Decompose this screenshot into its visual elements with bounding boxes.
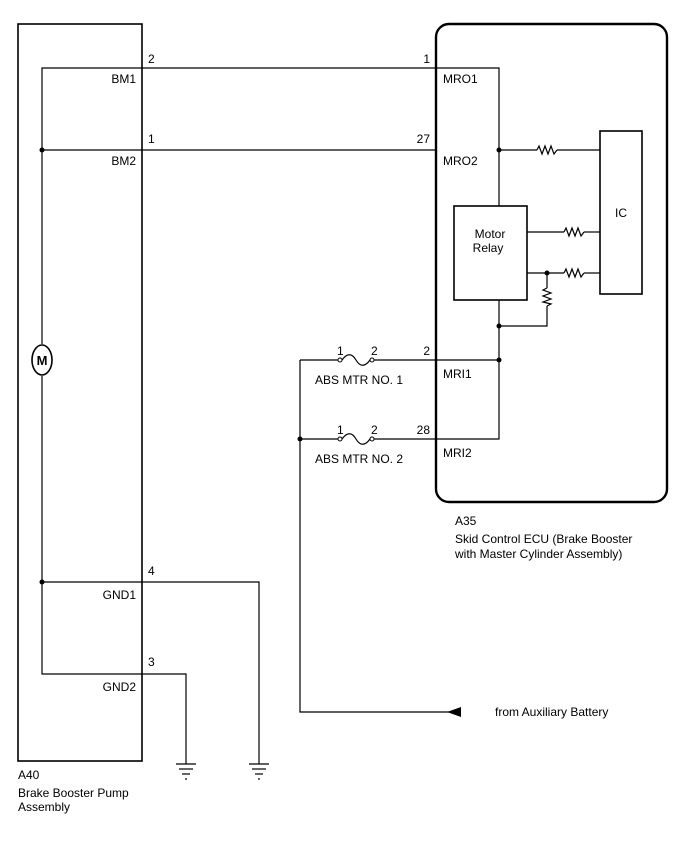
terminal-gnd2: GND2 bbox=[103, 680, 137, 694]
power-source-label: from Auxiliary Battery bbox=[495, 705, 608, 719]
ground-icon bbox=[249, 763, 269, 780]
harness-wiring bbox=[142, 67, 458, 764]
pump-name-line2: Assembly bbox=[18, 800, 70, 814]
ecu-box bbox=[434, 22, 669, 504]
terminal-mro2: MRO2 bbox=[443, 154, 478, 168]
pump-internal-wiring bbox=[39, 67, 142, 675]
terminal-bm2: BM2 bbox=[111, 154, 136, 168]
motor-relay-box bbox=[453, 205, 528, 301]
pin-bm2: 1 bbox=[148, 132, 155, 146]
pin-mri2: 28 bbox=[417, 423, 431, 437]
motor-symbol-label: M bbox=[37, 353, 48, 368]
ic-box bbox=[599, 130, 643, 295]
ecu-id: A35 bbox=[455, 514, 477, 528]
arrow-left-icon bbox=[447, 707, 461, 717]
resistor-icon bbox=[536, 144, 558, 156]
ecu-internal-wiring bbox=[436, 67, 600, 440]
terminal-mro1: MRO1 bbox=[443, 72, 478, 86]
fuse2-pin-out: 2 bbox=[371, 423, 378, 437]
ic-label: IC bbox=[615, 206, 627, 220]
resistor-icon bbox=[563, 226, 585, 238]
pump-id: A40 bbox=[18, 768, 40, 782]
fuse2-label: ABS MTR NO. 2 bbox=[315, 452, 403, 466]
ecu-name-line2: with Master Cylinder Assembly) bbox=[454, 547, 622, 561]
motor-relay-line2: Relay bbox=[473, 241, 504, 255]
terminal-gnd1: GND1 bbox=[103, 588, 137, 602]
pin-mro1: 1 bbox=[423, 52, 430, 66]
pin-gnd2: 3 bbox=[148, 655, 155, 669]
fuse1-label: ABS MTR NO. 1 bbox=[315, 373, 403, 387]
fuse1-pin-out: 2 bbox=[371, 344, 378, 358]
fuse1-pin-in: 1 bbox=[337, 344, 344, 358]
fuse2-pin-in: 1 bbox=[337, 423, 344, 437]
motor-icon: M bbox=[31, 344, 53, 376]
terminal-bm1: BM1 bbox=[111, 72, 136, 86]
pin-bm1: 2 bbox=[148, 52, 155, 66]
motor-relay-line1: Motor bbox=[475, 227, 506, 241]
ecu-name-line1: Skid Control ECU (Brake Booster bbox=[455, 532, 632, 546]
pin-gnd1: 4 bbox=[148, 564, 155, 578]
resistor-icon bbox=[540, 287, 553, 307]
fuse-icon bbox=[337, 354, 375, 366]
pin-mro2: 27 bbox=[417, 132, 431, 146]
fuse-icon bbox=[337, 433, 375, 445]
ground-icon bbox=[176, 763, 196, 780]
resistor-icon bbox=[563, 267, 585, 279]
pump-name-line1: Brake Booster Pump bbox=[18, 786, 129, 800]
pump-assembly-box bbox=[17, 23, 143, 762]
terminal-mri1: MRI1 bbox=[443, 367, 472, 381]
pin-mri1: 2 bbox=[423, 344, 430, 358]
terminal-mri2: MRI2 bbox=[443, 446, 472, 460]
